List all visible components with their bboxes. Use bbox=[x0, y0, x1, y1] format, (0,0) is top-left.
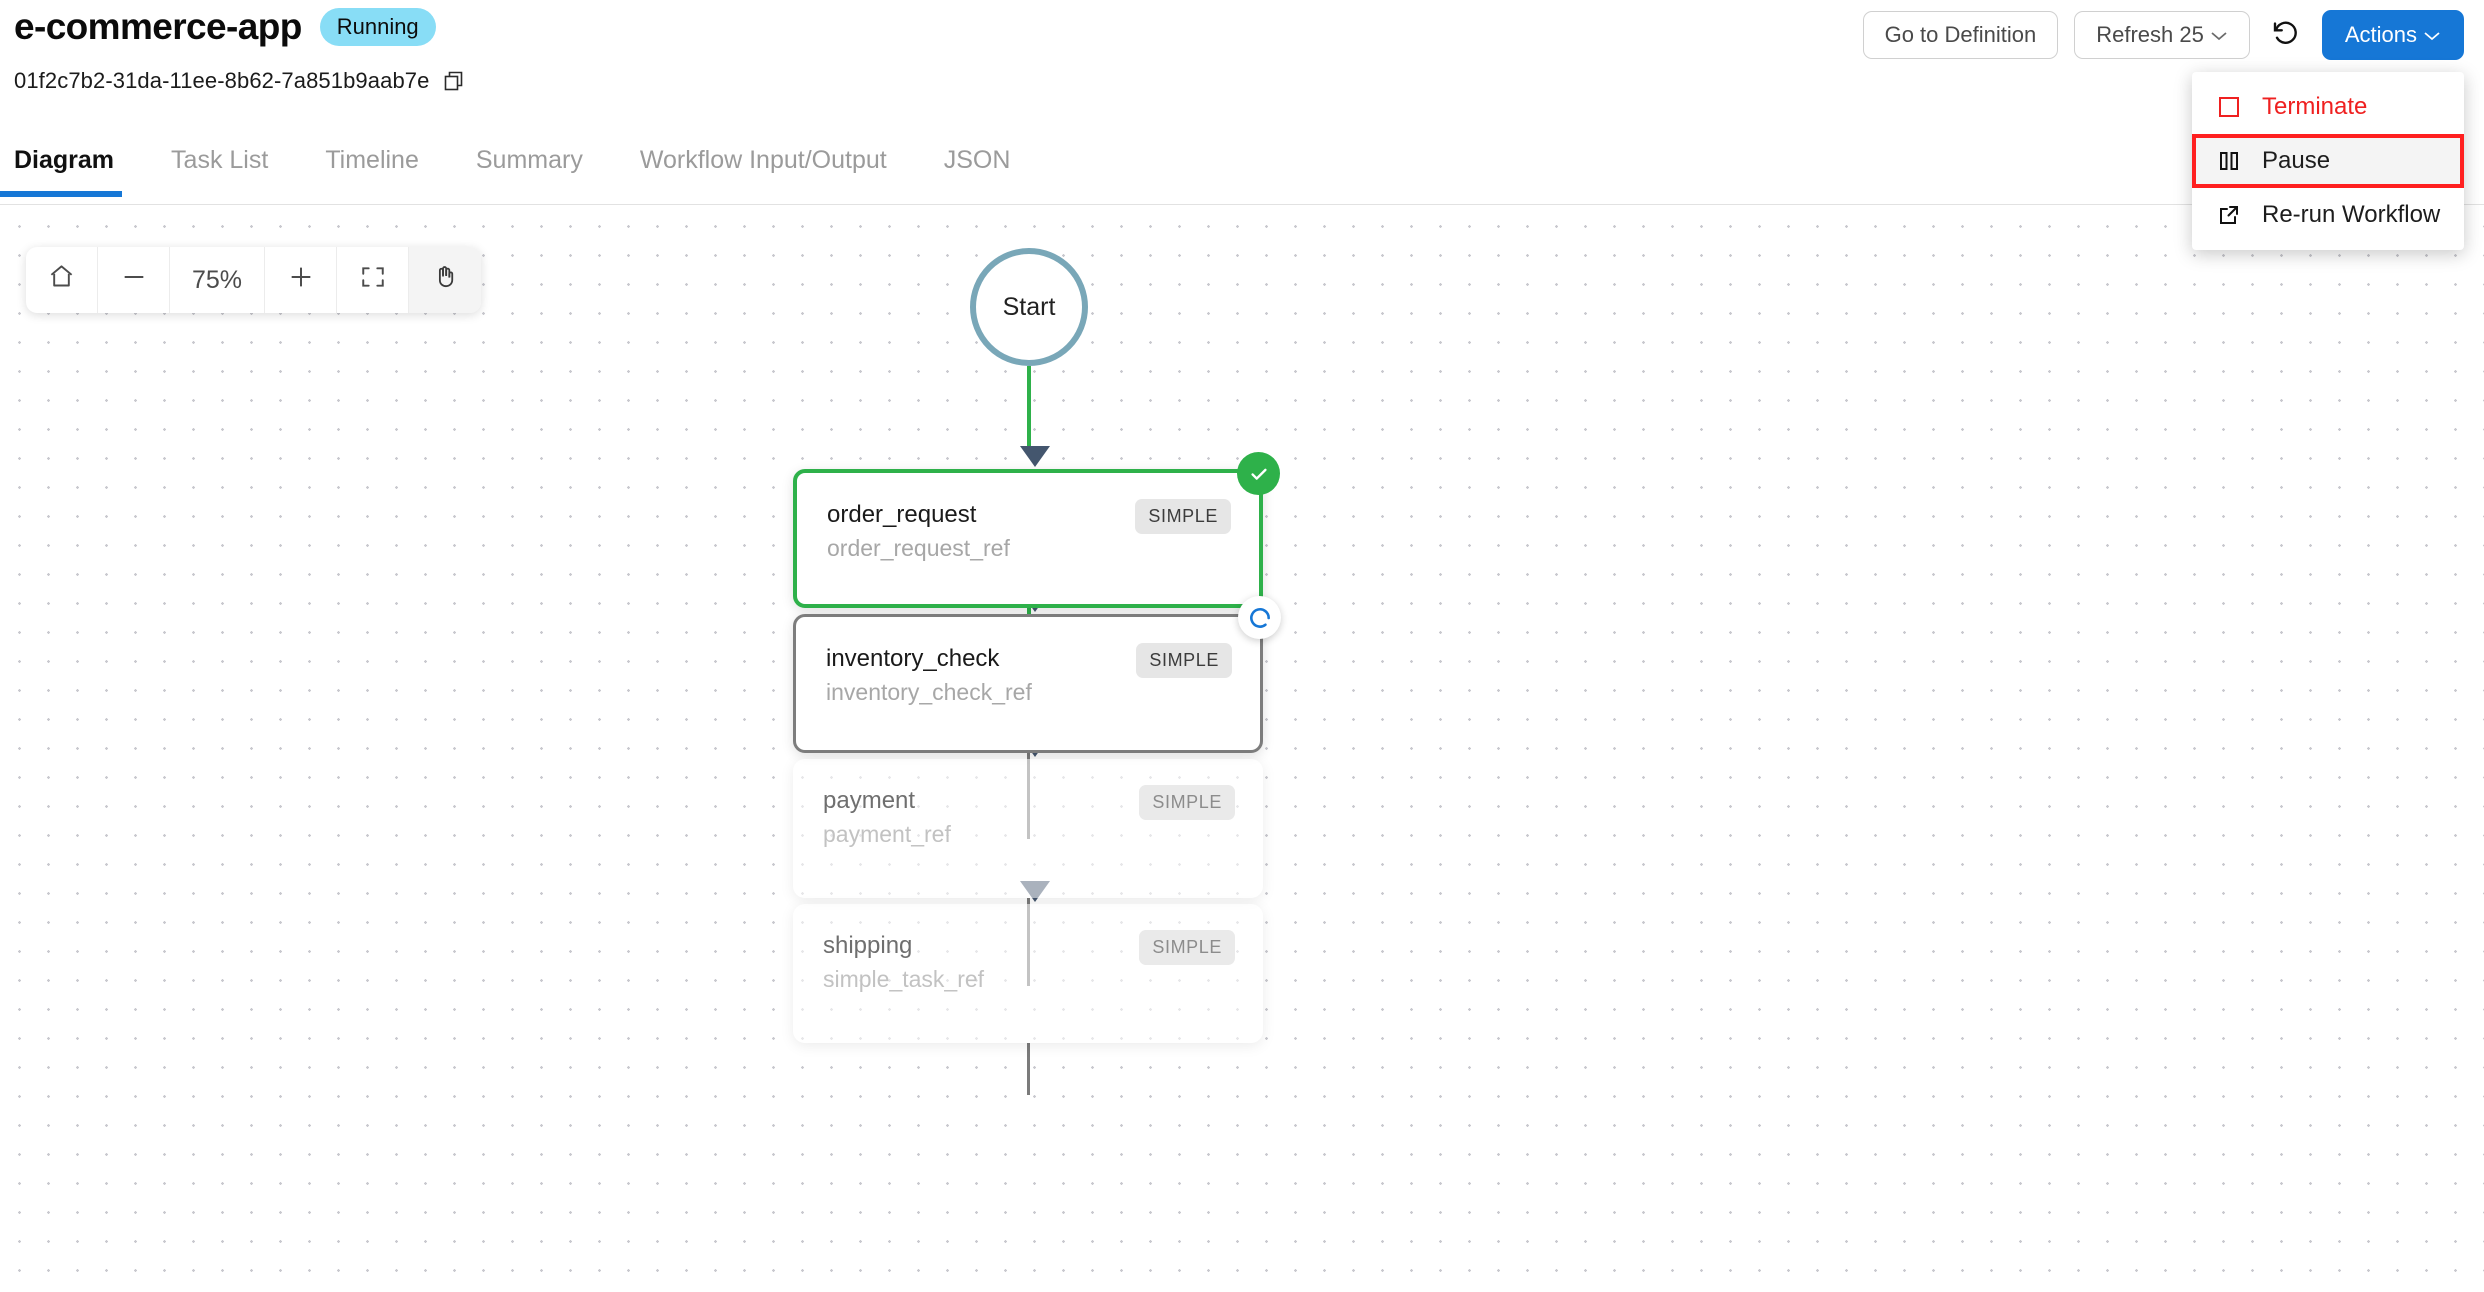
node-type-badge: SIMPLE bbox=[1139, 930, 1235, 965]
home-button[interactable] bbox=[26, 247, 98, 313]
page-header: e-commerce-app Running 01f2c7b2-31da-11e… bbox=[0, 0, 2484, 250]
node-shipping[interactable]: shipping simple_task_ref SIMPLE bbox=[793, 904, 1263, 1043]
zoom-out-button[interactable] bbox=[98, 247, 170, 313]
tab-timeline[interactable]: Timeline bbox=[325, 146, 419, 174]
node-title: inventory_check bbox=[826, 645, 1000, 672]
header-actions: Go to Definition Refresh 25 Actions bbox=[1862, 10, 2464, 250]
fit-screen-button[interactable] bbox=[337, 247, 409, 313]
pan-button[interactable] bbox=[409, 247, 481, 313]
tab-json[interactable]: JSON bbox=[943, 146, 1011, 174]
stop-square-icon bbox=[2214, 95, 2244, 119]
node-inventory-check[interactable]: inventory_check inventory_check_ref SIMP… bbox=[793, 596, 1281, 753]
menu-item-label: Re-run Workflow bbox=[2262, 201, 2441, 228]
chevron-down-icon bbox=[2423, 23, 2441, 47]
tab-bar: Diagram Task List Timeline Summary Workf… bbox=[0, 140, 2484, 205]
external-link-icon bbox=[2214, 203, 2244, 227]
status-badge-running bbox=[1238, 596, 1281, 639]
actions-button[interactable]: Actions bbox=[2321, 10, 2464, 61]
tab-summary[interactable]: Summary bbox=[475, 146, 583, 174]
menu-item-label: Pause bbox=[2262, 147, 2331, 174]
chevron-down-icon bbox=[2210, 23, 2228, 47]
node-ref: order_request_ref bbox=[827, 535, 1010, 561]
node-start[interactable]: Start bbox=[970, 248, 1088, 366]
menu-item-terminate[interactable]: Terminate bbox=[2192, 80, 2464, 134]
start-label: Start bbox=[1002, 292, 1056, 321]
menu-item-pause[interactable]: Pause bbox=[2192, 134, 2464, 188]
fit-screen-icon bbox=[360, 264, 386, 297]
status-badge: Running bbox=[319, 7, 436, 47]
node-type-badge: SIMPLE bbox=[1136, 643, 1232, 678]
status-badge-success bbox=[1237, 452, 1280, 495]
actions-label: Actions bbox=[2344, 22, 2417, 47]
arrow-head bbox=[1020, 446, 1050, 467]
node-title: order_request bbox=[827, 501, 977, 528]
workflow-graph: Start order_request order_request_ref SI… bbox=[0, 206, 2484, 1292]
menu-item-rerun-workflow[interactable]: Re-run Workflow bbox=[2192, 188, 2464, 242]
zoom-level[interactable]: 75% bbox=[170, 247, 265, 313]
plus-icon bbox=[287, 263, 315, 298]
go-to-definition-button[interactable]: Go to Definition bbox=[1862, 11, 2059, 60]
tab-diagram[interactable]: Diagram bbox=[0, 140, 123, 197]
hand-icon bbox=[432, 263, 459, 297]
node-type-badge: SIMPLE bbox=[1135, 499, 1231, 534]
node-ref: inventory_check_ref bbox=[826, 679, 1032, 705]
node-title: shipping bbox=[823, 932, 913, 959]
tab-task-list[interactable]: Task List bbox=[171, 146, 269, 174]
actions-menu: Terminate Pause Re bbox=[2192, 72, 2464, 250]
node-payment[interactable]: payment payment_ref SIMPLE bbox=[793, 759, 1263, 898]
edge-start-order-request bbox=[1027, 366, 1031, 454]
workflow-id-row: 01f2c7b2-31da-11ee-8b62-7a851b9aab7e bbox=[14, 68, 465, 94]
zoom-in-button[interactable] bbox=[265, 247, 337, 313]
menu-item-label: Terminate bbox=[2262, 93, 2368, 120]
zoom-toolbar: 75% bbox=[26, 247, 481, 313]
refresh-button[interactable]: Refresh 25 bbox=[2074, 11, 2250, 60]
home-icon bbox=[48, 263, 75, 297]
restore-icon-button[interactable] bbox=[2266, 15, 2306, 55]
node-title: payment bbox=[823, 787, 916, 814]
workflow-id: 01f2c7b2-31da-11ee-8b62-7a851b9aab7e bbox=[14, 68, 430, 93]
pause-icon bbox=[2214, 149, 2244, 173]
title-row: e-commerce-app Running bbox=[14, 6, 436, 48]
minus-icon bbox=[120, 263, 148, 298]
edge-shipping-next bbox=[1027, 1043, 1030, 1095]
node-ref: simple_task_ref bbox=[823, 966, 985, 992]
copy-icon[interactable] bbox=[443, 70, 465, 92]
node-type-badge: SIMPLE bbox=[1139, 785, 1235, 820]
diagram-canvas[interactable]: 75% bbox=[0, 206, 2484, 1292]
page-title: e-commerce-app bbox=[14, 6, 302, 47]
restore-icon bbox=[2271, 19, 2301, 52]
refresh-label: Refresh 25 bbox=[2096, 22, 2204, 47]
tab-workflow-input-output[interactable]: Workflow Input/Output bbox=[639, 146, 887, 174]
node-ref: payment_ref bbox=[823, 821, 951, 847]
node-order-request[interactable]: order_request order_request_ref SIMPLE bbox=[793, 452, 1280, 608]
